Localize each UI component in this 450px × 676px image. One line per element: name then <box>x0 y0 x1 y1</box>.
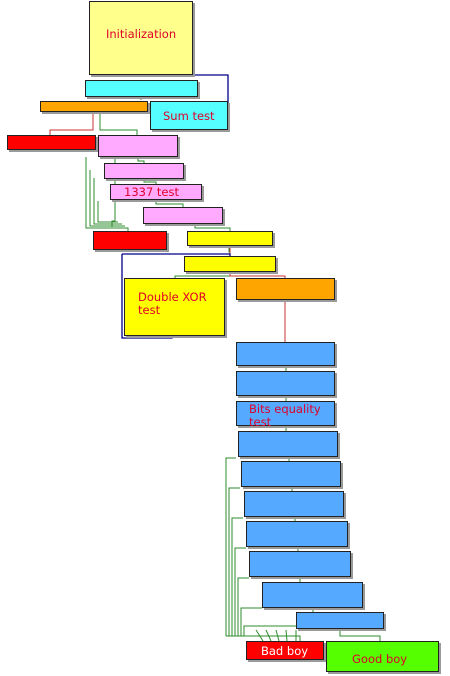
edge-green-7 <box>89 170 125 227</box>
edge-navy-1 <box>140 74 229 130</box>
edge-green-23 <box>339 629 381 641</box>
orange-block-1[interactable] <box>40 101 148 112</box>
edge-green-30 <box>243 625 296 636</box>
sum-test-label: Sum test <box>163 109 215 123</box>
blue-block-1[interactable] <box>236 342 335 366</box>
bits-equality-test-label: Bits equality test <box>249 402 321 429</box>
edge-green-4 <box>143 179 157 184</box>
edge-red-1 <box>49 112 94 135</box>
blue-block-8[interactable] <box>249 551 351 577</box>
bad-boy-block[interactable] <box>246 641 324 660</box>
edge-green-29 <box>240 607 262 636</box>
edge-green-33 <box>265 629 272 642</box>
cyan-block-1[interactable] <box>85 80 198 97</box>
bad-boy-label: Bad boy <box>261 644 309 658</box>
edge-green-35 <box>285 629 288 642</box>
yellow-block-2[interactable] <box>184 256 276 272</box>
initialization-label: Initialization <box>106 27 177 41</box>
edge-green-26 <box>231 517 243 636</box>
edge-navy-3 <box>121 254 173 339</box>
good-boy-label: Good boy <box>352 652 408 666</box>
edge-green-32 <box>255 629 264 642</box>
double-xor-test-block[interactable] <box>124 278 225 336</box>
leet-test-label: 1337 test <box>124 185 180 199</box>
orange-block-2[interactable] <box>236 278 335 300</box>
blue-block-9[interactable] <box>262 582 363 608</box>
edge-green-3 <box>137 157 145 163</box>
blue-block-5[interactable] <box>241 461 341 487</box>
edge-green-8 <box>93 178 122 225</box>
red-block-2[interactable] <box>93 231 167 250</box>
edge-green-11 <box>194 224 231 231</box>
edge-green-2 <box>99 113 138 135</box>
edge-green-9 <box>97 201 118 223</box>
blue-block-7[interactable] <box>246 521 348 547</box>
double-xor-test-label: Double XOR test <box>138 290 207 317</box>
edge-green-24 <box>225 457 236 636</box>
edge-green-31 <box>226 635 301 641</box>
edge-green-27 <box>234 547 246 636</box>
leet-test-block[interactable] <box>110 184 202 200</box>
blue-block-10[interactable] <box>296 612 384 629</box>
bits-equality-test-block[interactable] <box>236 401 335 426</box>
blue-block-6[interactable] <box>244 491 344 517</box>
sum-test-block[interactable] <box>150 101 228 130</box>
edge-green-5 <box>155 200 184 207</box>
edge-green-28 <box>237 577 249 636</box>
edge-green-34 <box>275 629 280 642</box>
yellow-block-1[interactable] <box>187 231 273 246</box>
edge-red-3 <box>229 272 286 278</box>
blue-block-4[interactable] <box>238 431 338 457</box>
pink-block-1[interactable] <box>98 135 178 157</box>
pink-block-2[interactable] <box>104 163 184 179</box>
red-block-1[interactable] <box>7 135 96 150</box>
edge-green-6 <box>85 157 129 231</box>
pink-block-4[interactable] <box>143 207 223 224</box>
edge-green-25 <box>228 487 240 636</box>
good-boy-block[interactable] <box>326 641 439 672</box>
edge-navy-2 <box>122 253 231 256</box>
blue-block-2[interactable] <box>236 371 335 396</box>
init-block[interactable] <box>89 1 193 75</box>
